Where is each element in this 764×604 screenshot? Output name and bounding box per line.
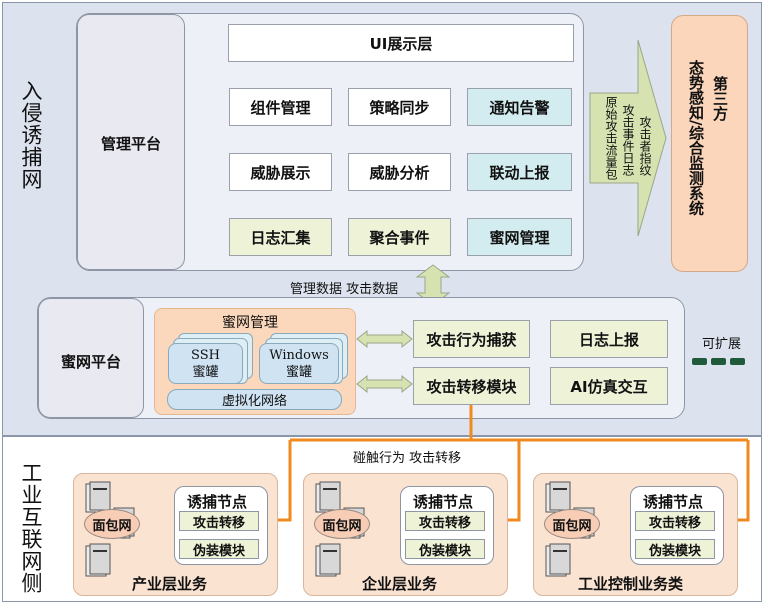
module-policy-sync: 策略同步 [348, 88, 451, 126]
bread-net: 面包网 [544, 509, 600, 539]
attack-transfer-box: 攻击转移 [405, 511, 485, 531]
management-platform-title: 管理平台 [100, 135, 161, 153]
industrial-internet-label: 工业互联网侧 [19, 462, 43, 594]
double-arrow-capture [356, 329, 413, 349]
lure-node-title: 诱捕节点 [413, 493, 474, 511]
log-report-module: 日志上报 [550, 320, 668, 358]
arrow-label-event-log: 攻击事件日志 [621, 104, 635, 176]
virtualization-network: 虚拟化网络 [167, 389, 342, 410]
arrow-to-third-party [589, 39, 667, 237]
ai-interaction-module: AI仿真交互 [550, 367, 668, 405]
bread-net: 面包网 [84, 509, 140, 539]
honeynet-platform-title: 蜜网平台 [60, 353, 121, 371]
attack-transfer-module: 攻击转移模块 [413, 367, 530, 405]
double-arrow-transfer [356, 374, 413, 394]
ellipsis-dot-1 [692, 358, 707, 365]
attack-capture-module: 攻击行为捕获 [413, 320, 530, 358]
business-unit-name: 工业控制业务类 [578, 575, 684, 593]
attack-transfer-box: 攻击转移 [635, 511, 715, 531]
expandable-label: 可扩展 [702, 337, 742, 352]
honeynet-group-title: 蜜网管理 [222, 315, 278, 331]
ssh-honeypot: SSH 蜜罐 [168, 343, 243, 384]
lure-node-title: 诱捕节点 [187, 493, 248, 511]
ui-layer-box: UI展示层 [228, 24, 574, 62]
module-linkage-report: 联动上报 [467, 153, 572, 191]
lure-node-title: 诱捕节点 [643, 493, 704, 511]
third-party-subtitle: 态势感知/综合监测系统 [687, 60, 705, 216]
module-notification-alert: 通知告警 [467, 88, 572, 126]
business-unit-name: 产业层业务 [132, 575, 208, 593]
ellipsis-dot-2 [711, 358, 726, 365]
disguise-module-box: 伪装模块 [179, 539, 259, 559]
disguise-module-box: 伪装模块 [405, 539, 485, 559]
arrow-label-attacker-fingerprint: 攻击者指纹 [638, 116, 652, 176]
arrow-label-raw-traffic: 原始攻击流量包 [604, 96, 618, 180]
middle-arrow-label: 管理数据 攻击数据 [290, 282, 399, 297]
module-aggregate-events: 聚合事件 [348, 218, 451, 256]
module-threat-display: 威胁展示 [229, 153, 332, 191]
server-stack-icon [85, 481, 135, 577]
management-platform-title-box: 管理平台 [77, 14, 185, 270]
intrusion-net-label: 入侵诱捕网 [19, 80, 43, 190]
bread-net: 面包网 [314, 509, 370, 539]
module-component-mgmt: 组件管理 [229, 88, 332, 126]
disguise-module-box: 伪装模块 [635, 539, 715, 559]
windows-honeypot: Windows 蜜罐 [259, 343, 339, 384]
module-threat-analysis: 威胁分析 [348, 153, 451, 191]
third-party-system: 第三方 态势感知/综合监测系统 [671, 15, 748, 272]
module-honeynet-mgmt: 蜜网管理 [467, 218, 572, 256]
module-log-collection: 日志汇集 [229, 218, 332, 256]
attack-transfer-box: 攻击转移 [179, 511, 259, 531]
honeynet-platform-title-box: 蜜网平台 [38, 298, 144, 418]
third-party-title: 第三方 [711, 76, 729, 121]
ellipsis-dot-3 [730, 358, 745, 365]
business-unit-name: 企业层业务 [362, 575, 438, 593]
connector-label: 碰触行为 攻击转移 [351, 447, 464, 466]
